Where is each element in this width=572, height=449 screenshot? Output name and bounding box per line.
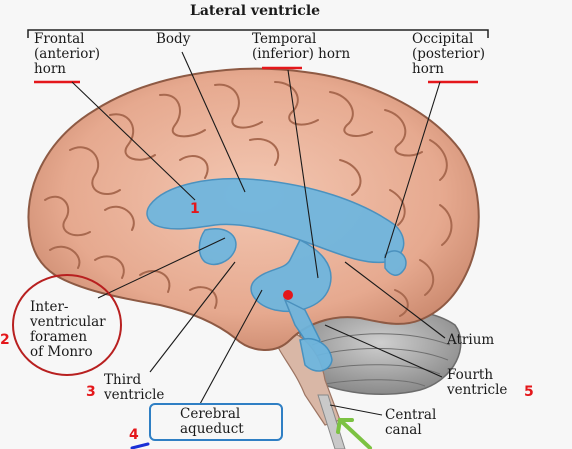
lateral-ventricle-title: Lateral ventricle (190, 3, 321, 19)
fourth-ventricle-label: Fourth ventricle (447, 367, 508, 398)
occipital-horn-label: Occipital (posterior) horn (412, 31, 485, 77)
atrium-label: Atrium (447, 332, 495, 348)
frontal-horn-label: Frontal (anterior) horn (34, 31, 101, 77)
temporal-horn-label: Temporal (inferior) horn (252, 31, 351, 62)
marker-dot (283, 290, 293, 300)
cerebral-aqueduct-label: Cerebral aqueduct (180, 406, 244, 437)
third-ventricle-label: Third ventricle (104, 372, 165, 403)
body-label: Body (156, 31, 191, 47)
number-5: 5 (524, 384, 534, 400)
foramen-highlight-circle (12, 274, 122, 376)
number-4: 4 (129, 427, 139, 443)
ventricle-system (146, 177, 407, 372)
blue-arrow (130, 442, 150, 449)
aqueduct-highlight-box (149, 403, 283, 441)
number-2: 2 (0, 332, 10, 348)
interventricular-foramen-label: Inter- ventricular foramen of Monro (30, 299, 106, 360)
central-canal-label: Central canal (385, 407, 437, 438)
green-arrow (336, 418, 372, 449)
title-bracket (27, 29, 489, 38)
number-1: 1 (190, 201, 200, 217)
number-3: 3 (86, 384, 96, 400)
